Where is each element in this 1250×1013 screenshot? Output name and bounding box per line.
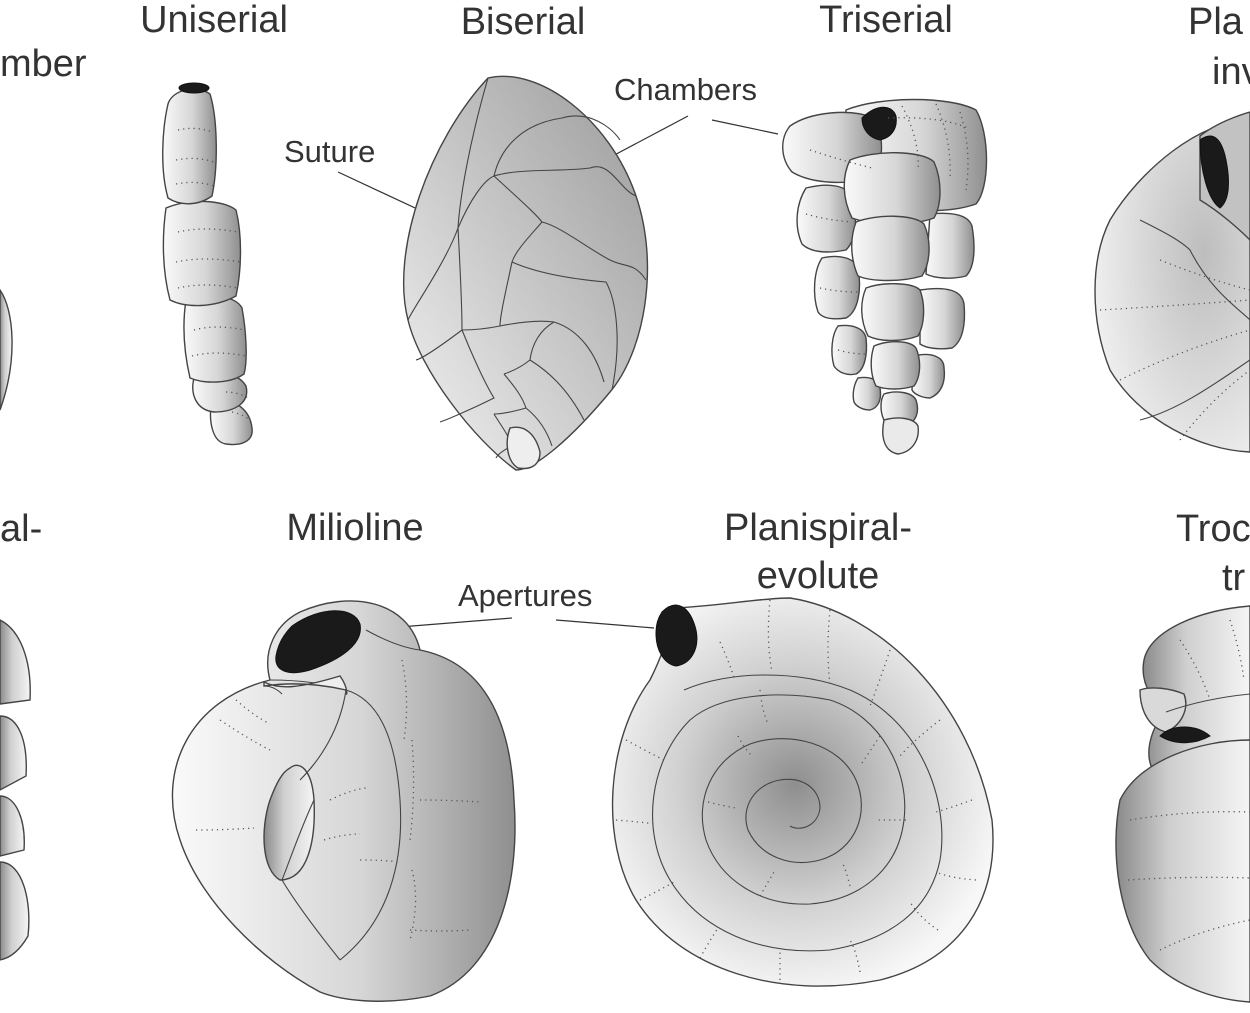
triserial-aperture [861, 106, 897, 141]
title-planispiral-involute-line1: Pla [1188, 1, 1244, 43]
title-triserial: Triserial [819, 0, 953, 41]
title-milioline: Milioline [286, 507, 423, 549]
label-chambers: Chambers [614, 72, 757, 107]
planispiral-involute-test [1094, 111, 1250, 453]
title-planispiral-involute-line2: inv [1212, 51, 1250, 93]
left-lower-fragment-test [0, 619, 31, 961]
milioline-aperture [275, 610, 361, 674]
title-biserial: Biserial [461, 1, 586, 43]
trochospiral-aperture [1159, 726, 1211, 744]
title-single-chamber-fragment: mber [0, 43, 87, 85]
trochospiral-test [1115, 605, 1250, 1003]
planispiral-involute-aperture [1199, 135, 1229, 209]
uniserial-test [162, 82, 253, 446]
label-apertures: Apertures [458, 578, 592, 613]
label-suture: Suture [284, 134, 375, 169]
title-trochospiral-line2: tr [1222, 557, 1246, 599]
milioline-test [171, 600, 516, 1002]
title-planispiral-evolute-line2: evolute [757, 555, 880, 597]
triserial-test [782, 98, 988, 455]
title-left-lower-fragment: al- [0, 508, 42, 550]
leader-aperture-planispiral [555, 619, 655, 629]
title-uniserial: Uniserial [140, 0, 288, 41]
title-trochospiral-line1: Troc [1176, 508, 1250, 550]
leader-chambers-triserial [711, 119, 779, 135]
title-planispiral-evolute-line1: Planispiral- [724, 507, 912, 549]
uniserial-aperture [178, 82, 210, 94]
biserial-test [402, 75, 649, 471]
single-chamber-fragment [0, 288, 13, 411]
planispiral-evolute-test [611, 597, 994, 987]
planispiral-evolute-aperture [655, 604, 698, 667]
